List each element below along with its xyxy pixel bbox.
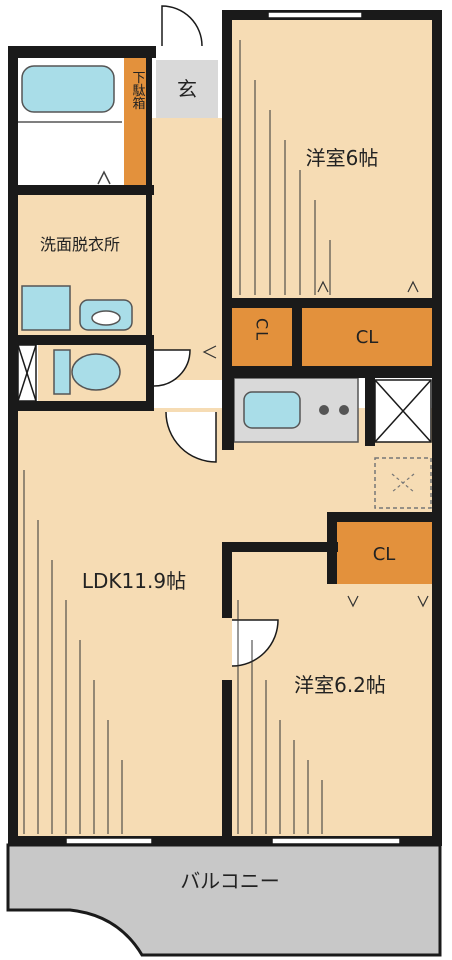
entry-arrow-icon (202, 345, 217, 359)
kitchen (233, 377, 432, 509)
bedroom-north-wall-bottom (222, 298, 442, 308)
pipe-shaft-mark (374, 379, 432, 443)
north-closet (302, 308, 432, 366)
bedroom-north-floor (232, 20, 432, 298)
bedroom-south-wall-left-lower (222, 680, 232, 840)
window-balcony-right (271, 837, 401, 845)
bedroom-south-wall-left (222, 542, 232, 618)
drain-icon (97, 170, 111, 185)
toilet-tank (53, 349, 71, 395)
south-closet (337, 522, 432, 584)
storage (124, 58, 432, 584)
bathroom-fixtures (18, 65, 133, 395)
toilet-wall-right (146, 345, 154, 411)
washroom-wall-bottom (8, 335, 154, 345)
room-labels: 玄 下駄箱 洋室6帖 洗面脱衣所 CL CL CL LDK11.9帖 洋室6.2… (40, 71, 395, 698)
outer-wall-bottom (8, 836, 442, 846)
bath-wall-bottom (8, 185, 154, 195)
north-closet-label: CL (356, 327, 379, 348)
bedroom-south-label: 洋室6.2帖 (294, 673, 386, 697)
window-balcony-left (65, 837, 153, 845)
pipe-shafts (17, 344, 432, 443)
kitchen-sink (243, 391, 301, 429)
toilet-door-swing (153, 349, 191, 387)
entrance-door-swing (161, 5, 203, 47)
refrigerator-space-mark (391, 473, 415, 493)
ldk-label: LDK11.9帖 (82, 569, 186, 593)
closet-door-marks (202, 280, 429, 608)
outer-wall-right (432, 10, 442, 846)
hallway-floor (152, 118, 224, 380)
floor-grain (23, 40, 331, 834)
washer-pan (21, 285, 71, 331)
entrance-label: 玄 (177, 77, 197, 101)
balcony-area (6, 843, 442, 957)
entrance-floor (156, 60, 218, 118)
washroom-wall-right (146, 58, 152, 345)
window-north (267, 11, 363, 19)
bedroom-door-swing (231, 619, 279, 667)
shoe-cabinet (124, 58, 150, 185)
kitchen-wall-left (222, 366, 234, 450)
washroom-label: 洗面脱衣所 (40, 235, 120, 254)
bathtub (21, 65, 115, 113)
south-closet-label: CL (373, 544, 396, 565)
small-closet (232, 308, 292, 366)
closet-arrow-icon (317, 280, 329, 293)
south-closet-wall-left (327, 512, 337, 584)
washbasin-bowl-icon (91, 310, 121, 326)
doors (153, 5, 279, 667)
outer-wall-left (8, 46, 18, 846)
toilet-wall-bottom (8, 401, 154, 411)
pipe-wall (365, 366, 375, 446)
stove-burner-icon (319, 405, 329, 415)
closet-arrow-icon (347, 595, 359, 608)
closet-divider (292, 308, 302, 366)
south-closet-wall (327, 512, 442, 522)
small-closet-label: CL (253, 318, 272, 342)
windows (65, 11, 401, 845)
shoe-storage-label: 下駄箱 (130, 71, 146, 110)
closet-arrow-icon (417, 595, 429, 608)
bedroom-south-wall-top (222, 542, 338, 552)
balcony-label: バルコニー (180, 869, 280, 893)
kitchen-wall (222, 366, 442, 378)
stove-burner-icon (339, 405, 349, 415)
closet-arrow-icon (407, 280, 419, 293)
outer-wall-top-left (8, 46, 156, 58)
toilet-bowl-icon (71, 353, 121, 391)
balcony: バルコニー (6, 843, 442, 957)
hall-wall-right (222, 60, 232, 378)
walls (8, 10, 442, 846)
pipe-shaft-mark (17, 344, 37, 402)
bedroom-north-label: 洋室6帖 (306, 146, 379, 170)
refrigerator-space (374, 457, 432, 509)
entrance-wall-right (222, 10, 232, 60)
ldk-door-swing (165, 411, 217, 463)
